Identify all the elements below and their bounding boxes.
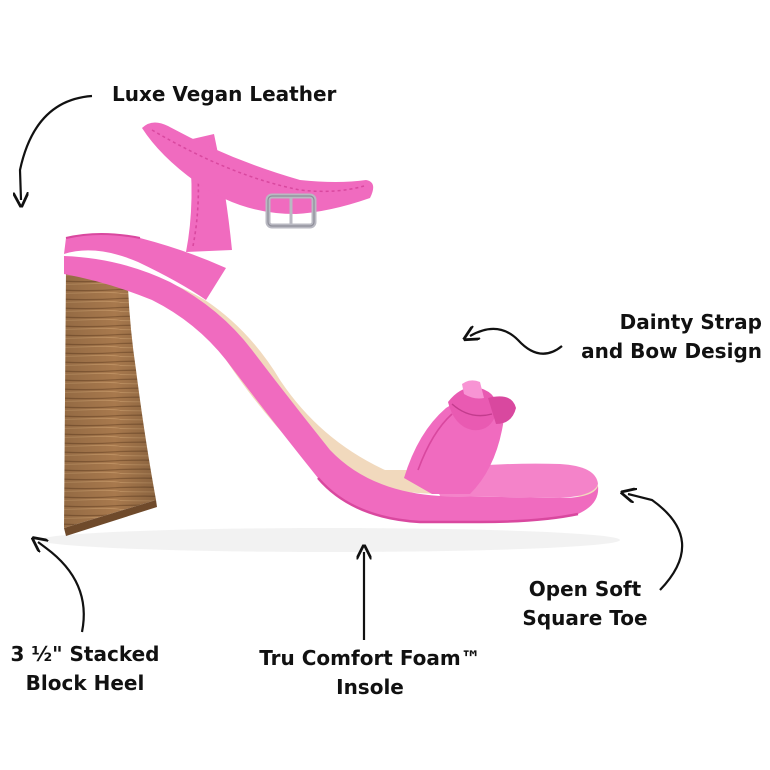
block-heel — [64, 269, 157, 536]
callout-insole: Tru Comfort Foam™ Insole — [259, 646, 481, 699]
callout-leather: Luxe Vegan Leather — [112, 82, 337, 106]
buckle — [265, 193, 317, 229]
callout-strap: Dainty Strap and Bow Design — [581, 310, 762, 363]
heel-counter — [64, 234, 226, 300]
sole — [64, 256, 599, 522]
curved-arrow-icon — [628, 494, 684, 591]
curved-arrow-icon — [470, 329, 563, 355]
curved-arrow-icon — [38, 542, 85, 633]
ankle-strap — [142, 122, 374, 214]
curved-arrow-icon — [20, 94, 93, 200]
ground-shadow — [40, 528, 620, 552]
callout-heel: 3 ½" Stacked Block Heel — [10, 642, 160, 695]
callout-toe: Open Soft Square Toe — [522, 577, 648, 630]
bow-knot — [448, 380, 516, 431]
